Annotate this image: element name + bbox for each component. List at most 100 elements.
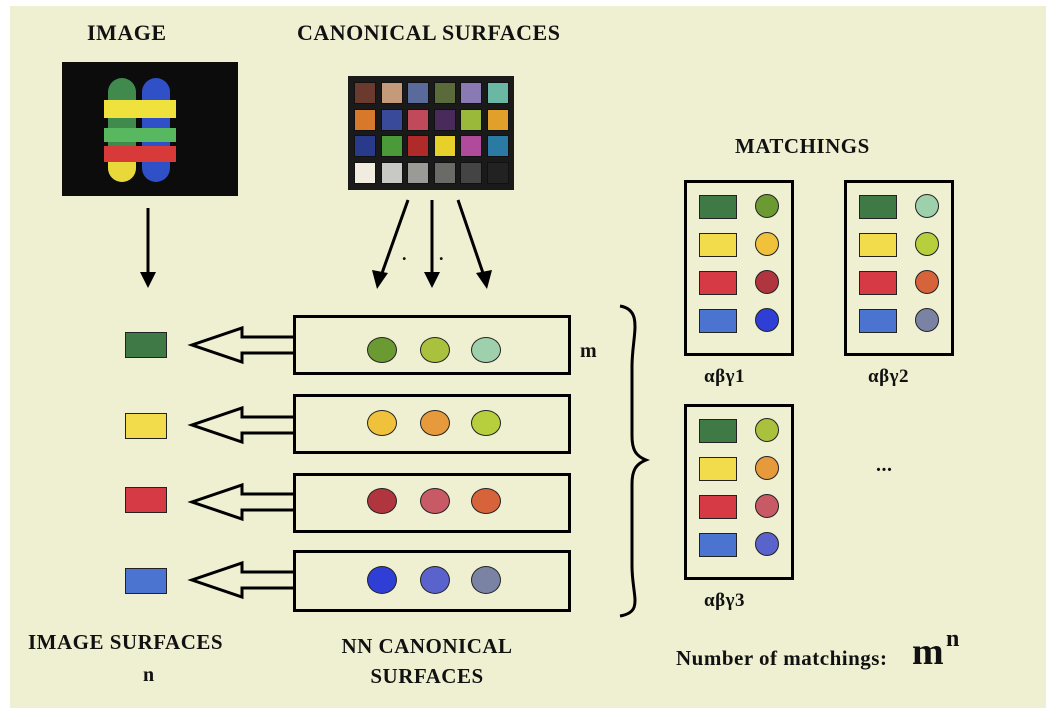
number-of-matchings-label: Number of matchings: <box>676 646 888 670</box>
matching-3-circle-1 <box>755 418 779 442</box>
object-yellow-base <box>108 162 136 182</box>
nn-circle-2-3 <box>471 410 501 436</box>
canonical-arrowhead-left <box>372 270 388 289</box>
canonical-arrow-left <box>379 199 410 277</box>
matching-3-square-2 <box>699 457 737 481</box>
checker-patch <box>354 135 376 157</box>
checker-patch <box>433 161 456 184</box>
matching-3-square-4 <box>699 533 737 557</box>
checker-patch <box>486 82 509 104</box>
nn-circle-4-3 <box>471 566 501 594</box>
more-matchings-ellipsis: ... <box>876 454 893 476</box>
arrow-dots: . . <box>402 244 458 264</box>
matching-2-square-4 <box>859 309 897 333</box>
matching-2-square-1 <box>859 195 897 219</box>
checker-patch <box>460 135 482 157</box>
checker-patch <box>486 108 509 131</box>
checker-patch <box>460 82 482 104</box>
n-label: n <box>143 664 155 686</box>
checker-patch <box>354 82 376 104</box>
hollow-arrow-4 <box>187 560 293 600</box>
matching-label-3: αβγ3 <box>704 590 746 611</box>
checker-patch <box>407 135 429 157</box>
object-green-band <box>104 128 176 142</box>
image-surface-blue <box>125 568 167 594</box>
checker-patch <box>354 108 376 131</box>
checker-patch <box>380 135 403 157</box>
canonical-arrow-right <box>456 199 486 277</box>
arrows-layer <box>140 199 651 618</box>
nn-circle-2-2 <box>420 410 450 436</box>
nn-circle-3-2 <box>420 488 450 514</box>
checker-patch <box>380 161 403 184</box>
checker-patch <box>433 108 456 131</box>
nn-canonical-label-1: NN CANONICAL <box>341 634 513 658</box>
matching-1-circle-2 <box>755 232 779 256</box>
nn-box-3 <box>293 473 571 533</box>
hollow-arrow-1 <box>187 325 293 365</box>
nn-circle-1-1 <box>367 337 397 363</box>
checker-patch <box>433 82 456 104</box>
matching-2-square-2 <box>859 233 897 257</box>
matching-2-circle-3 <box>915 270 939 294</box>
checker-patch <box>460 161 482 184</box>
nn-circle-3-1 <box>367 488 397 514</box>
image-surface-red <box>125 487 167 513</box>
image-surface-yellow <box>125 413 167 439</box>
formula-base: m <box>912 631 945 673</box>
checker-patch <box>486 135 509 157</box>
checker-patch <box>354 161 376 184</box>
checker-patch <box>380 108 403 131</box>
matchings-label: MATCHINGS <box>735 134 870 158</box>
canonical-arrowhead-middle <box>424 272 440 288</box>
nn-circle-4-1 <box>367 566 397 594</box>
checker-patch <box>486 161 509 184</box>
object-yellow-band <box>104 100 176 118</box>
checker-patch <box>460 108 482 131</box>
m-label: m <box>580 340 598 362</box>
matching-3-square-1 <box>699 419 737 443</box>
matching-2-circle-4 <box>915 308 939 332</box>
source-image <box>62 62 238 196</box>
canonical-arrowhead-right <box>476 270 492 289</box>
object-red-band <box>104 146 176 162</box>
hollow-arrows <box>187 325 293 600</box>
matching-1-square-1 <box>699 195 737 219</box>
checker-patch <box>407 82 429 104</box>
checker-patch <box>433 135 456 157</box>
nn-circle-1-2 <box>420 337 450 363</box>
image-down-arrowhead <box>140 272 156 288</box>
nn-circle-2-1 <box>367 410 397 436</box>
matching-1-square-2 <box>699 233 737 257</box>
brace <box>619 304 651 618</box>
matching-3-square-3 <box>699 495 737 519</box>
image-surface-green <box>125 332 167 358</box>
formula-exponent: n <box>946 626 960 652</box>
hollow-arrow-3 <box>187 482 293 522</box>
matching-3-circle-2 <box>755 456 779 480</box>
nn-canonical-label-2: SURFACES <box>370 664 484 688</box>
matching-1-circle-4 <box>755 308 779 332</box>
matching-label-2: αβγ2 <box>868 366 910 387</box>
nn-circle-4-2 <box>420 566 450 594</box>
matching-label-1: αβγ1 <box>704 366 746 387</box>
matching-2-square-3 <box>859 271 897 295</box>
matching-3-circle-3 <box>755 494 779 518</box>
matching-1-square-3 <box>699 271 737 295</box>
checker-patch <box>407 161 429 184</box>
hollow-arrow-2 <box>187 405 293 445</box>
nn-circle-3-3 <box>471 488 501 514</box>
checker-patch <box>407 108 429 131</box>
matching-box-3 <box>684 404 794 580</box>
matching-box-2 <box>844 180 954 356</box>
matching-box-1 <box>684 180 794 356</box>
nn-circle-1-3 <box>471 337 501 363</box>
checker-patch <box>380 82 403 104</box>
image-surfaces-label: IMAGE SURFACES <box>28 630 224 654</box>
diagram-canvas: IMAGE CANONICAL SURFACES MATCHINGS m <box>10 6 1046 708</box>
matching-3-circle-4 <box>755 532 779 556</box>
matching-1-square-4 <box>699 309 737 333</box>
matching-1-circle-3 <box>755 270 779 294</box>
matching-2-circle-1 <box>915 194 939 218</box>
canonical-surfaces-label: CANONICAL SURFACES <box>297 20 561 45</box>
